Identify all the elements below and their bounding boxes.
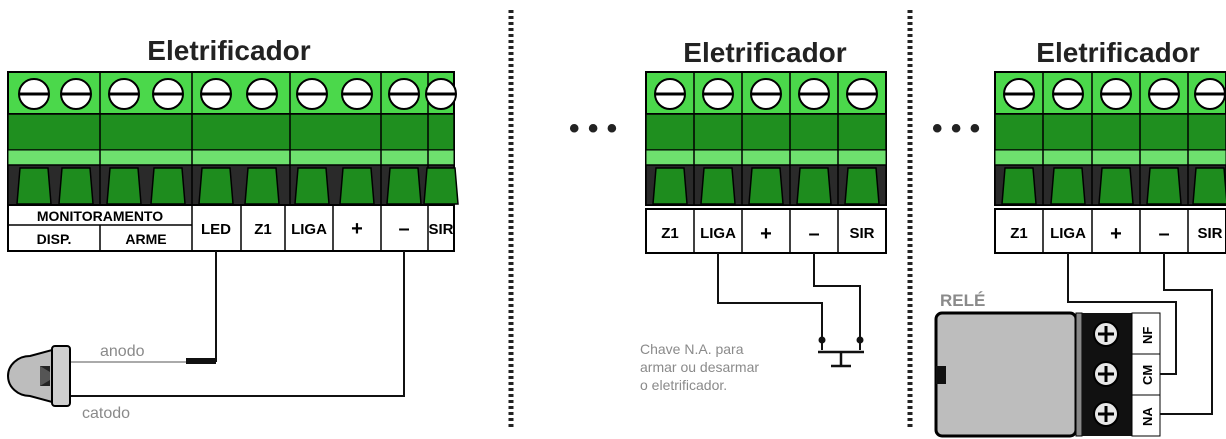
screw-icon (424, 77, 458, 111)
middle-label-strip: Z1 LIGA + – SIR (645, 208, 887, 254)
anodo-wire (188, 251, 217, 362)
label-minus: – (808, 223, 819, 245)
label-disp: DISP. (37, 231, 72, 247)
led-icon (7, 345, 71, 407)
note-line-3: o eletrificador. (640, 377, 727, 393)
label-z1: Z1 (661, 225, 679, 242)
right-terminal-block (994, 71, 1226, 206)
screw-icon (151, 77, 185, 111)
liga-wire (717, 253, 823, 337)
left-diagram: Eletrificador (7, 35, 459, 422)
left-title: Eletrificador (147, 35, 310, 66)
catodo-label: catodo (82, 405, 130, 422)
label-arme: ARME (125, 231, 166, 247)
push-switch-icon (818, 336, 864, 368)
label-liga: LIGA (291, 221, 327, 238)
right-title: Eletrificador (1036, 37, 1199, 68)
label-liga: LIGA (700, 225, 736, 242)
pin-cm: CM (1140, 365, 1155, 385)
label-minus: – (1158, 223, 1169, 245)
label-plus: + (351, 218, 363, 240)
rele-label: RELÉ (940, 291, 985, 310)
relay-icon: NF CM NA (934, 311, 1161, 438)
label-sir: SIR (1197, 225, 1222, 242)
screw-icon (845, 77, 879, 111)
label-z1: Z1 (254, 221, 272, 238)
note-line-2: armar ou desarmar (640, 359, 759, 375)
screw-icon (59, 77, 93, 111)
screw-icon (1051, 77, 1085, 111)
screw-icon (1147, 77, 1181, 111)
label-minus: – (398, 218, 409, 240)
middle-title: Eletrificador (683, 37, 846, 68)
label-led: LED (201, 221, 231, 238)
screw-icon (797, 77, 831, 111)
screw-icon (17, 77, 51, 111)
pin-na: NA (1140, 407, 1155, 426)
label-plus: + (760, 223, 772, 245)
screw-icon (1193, 77, 1226, 111)
label-plus: + (1110, 223, 1122, 245)
note-line-1: Chave N.A. para (640, 341, 744, 357)
middle-terminal-block (645, 71, 887, 206)
anodo-label: anodo (100, 343, 145, 360)
screw-icon (340, 77, 374, 111)
right-dots: • • • (932, 112, 980, 145)
screw-icon (701, 77, 735, 111)
screw-icon (107, 77, 141, 111)
label-sir: SIR (428, 221, 453, 238)
right-label-strip: Z1 LIGA + – SIR (994, 208, 1226, 254)
minus-wire (1160, 253, 1213, 415)
left-label-strip: MONITORAMENTO DISP. ARME LED Z1 LIGA + –… (7, 204, 455, 252)
pin-nf: NF (1140, 327, 1155, 344)
middle-diagram: • • • Eletrificador (569, 37, 887, 393)
minus-wire (813, 253, 861, 337)
screw-icon (1002, 77, 1036, 111)
screw-icon (749, 77, 783, 111)
left-terminal-block (7, 71, 459, 206)
screw-icon (199, 77, 233, 111)
screw-icon (245, 77, 279, 111)
screw-icon (1099, 77, 1133, 111)
middle-dots: • • • (569, 112, 617, 145)
label-z1: Z1 (1010, 225, 1028, 242)
label-liga: LIGA (1050, 225, 1086, 242)
screw-icon (387, 77, 421, 111)
catodo-wire (70, 251, 405, 397)
right-diagram: • • • Eletrificador (932, 37, 1226, 438)
screw-icon (295, 77, 329, 111)
label-sir: SIR (849, 225, 874, 242)
liga-wire (1067, 253, 1177, 375)
screw-icon (653, 77, 687, 111)
label-monitoramento: MONITORAMENTO (37, 208, 163, 224)
